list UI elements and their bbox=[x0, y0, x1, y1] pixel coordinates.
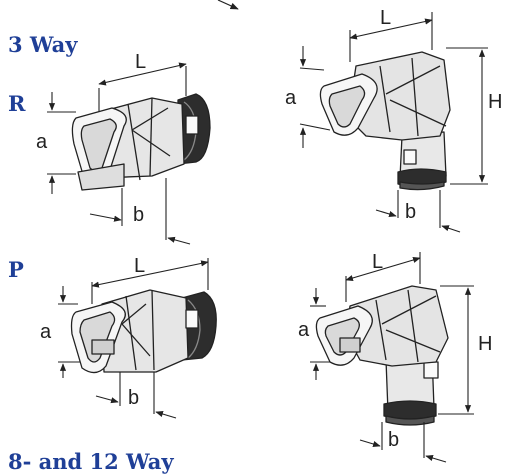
dim-label-b: b bbox=[405, 201, 416, 223]
dim-label-l: L bbox=[134, 255, 145, 277]
dimension-lines-p-angled bbox=[310, 252, 474, 463]
dim-label-l: L bbox=[135, 51, 146, 73]
dim-label-h: H bbox=[478, 333, 492, 355]
dimension-labels-p-straight: L a b bbox=[40, 255, 145, 409]
connector-3way-r-angled bbox=[319, 51, 451, 191]
dimension-lines-r-angled bbox=[299, 12, 488, 233]
dim-label-a: a bbox=[36, 131, 48, 153]
dim-label-b: b bbox=[128, 387, 139, 409]
dim-label-l: L bbox=[380, 7, 391, 29]
dimension-lines-r-straight bbox=[47, 62, 191, 245]
dimension-lines-p-straight bbox=[58, 258, 209, 419]
dimension-labels-p-angled: L a H b bbox=[298, 251, 492, 451]
variant-heading-r: R bbox=[8, 91, 26, 116]
dim-label-b: b bbox=[388, 429, 399, 451]
dim-label-a: a bbox=[285, 87, 297, 109]
dimension-labels-r-angled: L a H b bbox=[285, 7, 502, 223]
dim-label-l: L bbox=[372, 251, 383, 273]
cropped-arrow-top bbox=[217, 0, 239, 10]
connector-3way-p-straight bbox=[70, 289, 217, 374]
section-heading-3-way: 3 Way bbox=[8, 32, 78, 57]
dimension-labels-r-straight: L a b bbox=[36, 51, 146, 226]
connector-3way-r-straight bbox=[71, 93, 211, 191]
dim-label-a: a bbox=[298, 319, 310, 341]
dim-label-a: a bbox=[40, 321, 52, 343]
dim-label-b: b bbox=[133, 204, 144, 226]
dim-label-h: H bbox=[488, 91, 502, 113]
variant-heading-p: P bbox=[8, 257, 24, 282]
connector-3way-p-angled bbox=[315, 285, 449, 426]
